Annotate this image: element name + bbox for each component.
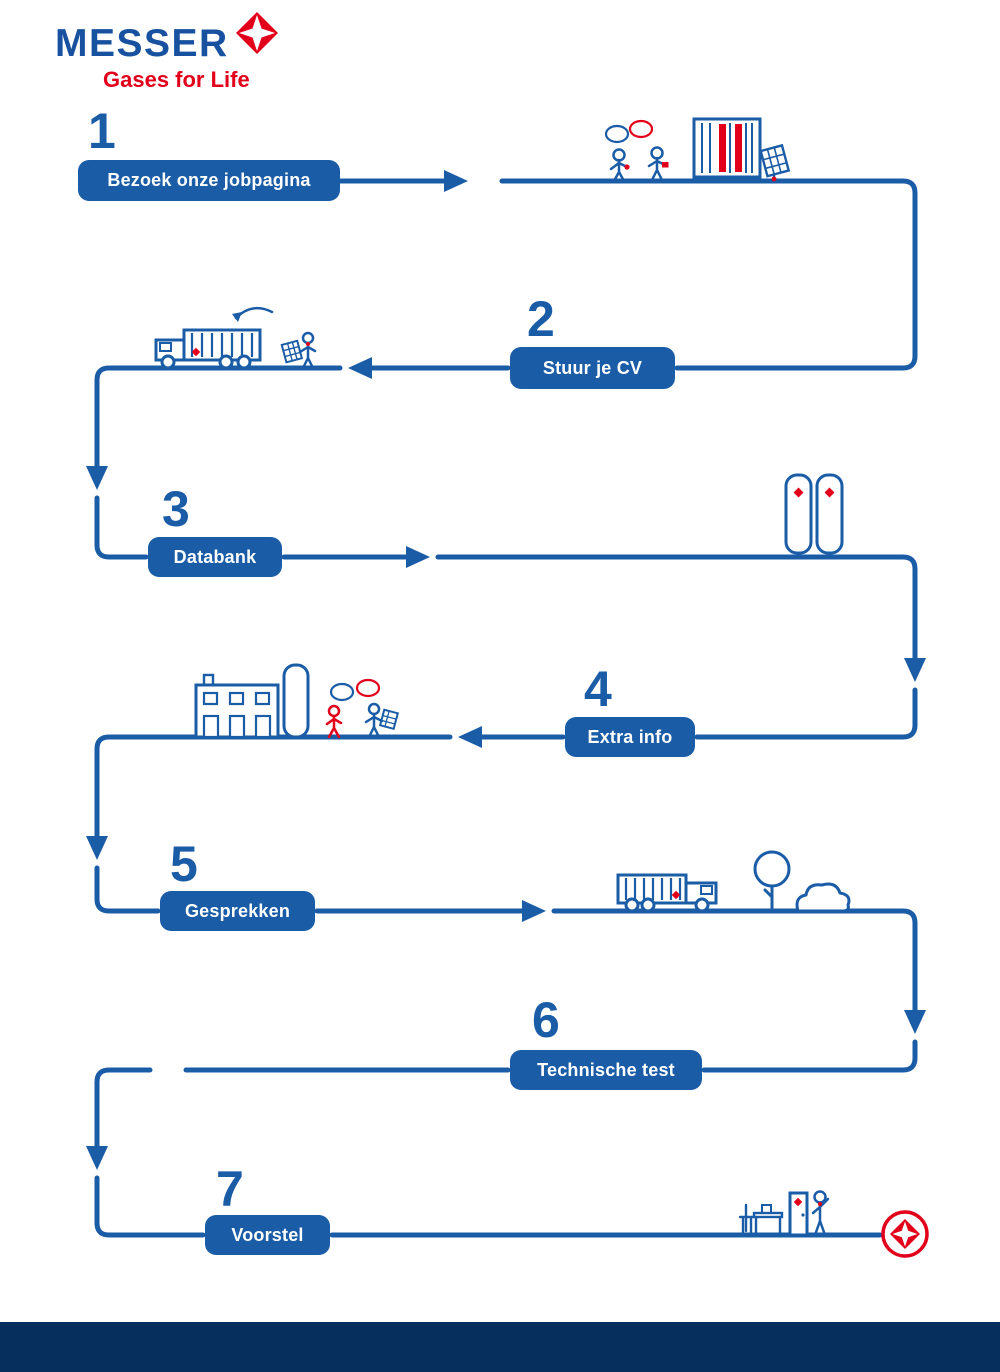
step-2-pill: Stuur je CV [510,347,675,389]
step-6-number: 6 [532,992,560,1048]
office-icon [738,1190,830,1237]
document-stand-icon [759,143,791,182]
messer-diamond-icon [236,12,278,54]
step-3-pill: Databank [148,537,282,577]
brand-name: MESSER [55,22,229,65]
flow-arrowheads [86,170,926,1170]
gas-cylinders-icon [782,473,846,559]
step-4-pill: Extra info [565,717,695,757]
step-6-pill: Technische test [510,1050,702,1090]
bookshelf-icon [692,117,762,183]
finish-badge-icon [881,1210,929,1258]
brand-tagline: Gases for Life [103,67,250,92]
factory-icon [194,663,310,739]
step-5-pill: Gesprekken [160,891,315,931]
footer-bar [0,1322,1000,1372]
interview-people-icon [325,678,400,739]
person-with-papers-icon [280,331,317,370]
step-3-number: 3 [162,481,190,537]
messer-logo: MESSER Gases for Life [55,24,250,91]
curved-arrow-icon [232,306,274,322]
gas-truck-right-icon [616,873,718,913]
step-4-number: 4 [584,661,612,717]
step-7-pill: Voorstel [205,1215,330,1255]
step-7-number: 7 [216,1161,244,1217]
step-1-number: 1 [88,103,116,159]
step-5-number: 5 [170,836,198,892]
step-1-pill: Bezoek onze jobpagina [78,160,340,201]
trees-icon [753,850,851,913]
people-talking-icon [604,119,669,183]
step-2-number: 2 [527,291,555,347]
gas-truck-left-icon [154,328,262,370]
flow-path [94,178,918,1238]
